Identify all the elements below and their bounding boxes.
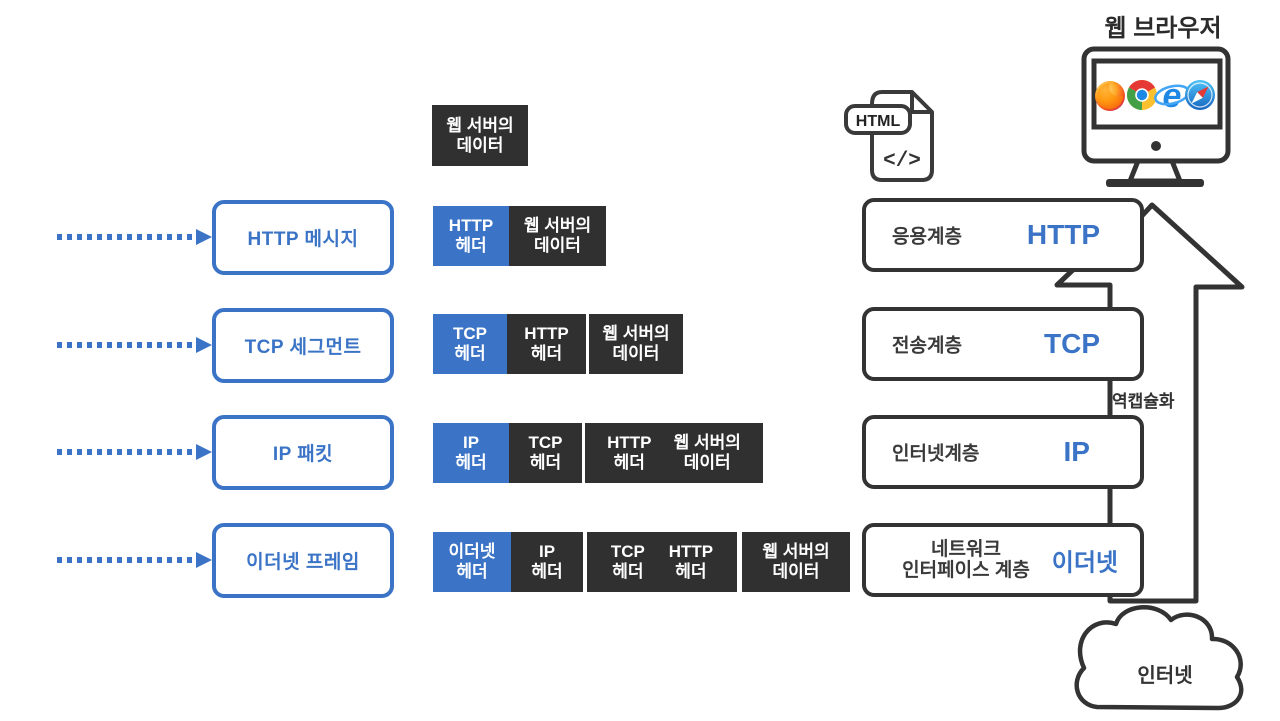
data-block-ip-header: IP 헤더	[433, 423, 509, 483]
power-button-icon	[1151, 141, 1161, 151]
dotted-arrow-icon	[57, 229, 212, 245]
data-block-web-server-data: 웹 서버의 데이터	[509, 206, 606, 266]
dotted-arrow-icon	[57, 552, 212, 568]
packet-box-http-message: HTTP 메시지	[212, 200, 394, 275]
data-row-ip-packet: IP 헤더 TCP 헤더 HTTP 헤더 웹 서버의 데이터	[433, 423, 763, 483]
packet-box-tcp-segment: TCP 세그먼트	[212, 308, 394, 383]
layer-protocol: IP	[1063, 436, 1090, 467]
chrome-icon	[1126, 79, 1157, 111]
layer-name: 응용계층	[892, 226, 962, 248]
packet-box-ethernet-frame: 이더넷 프레임	[212, 523, 394, 598]
layer-protocol: 이더넷	[1051, 549, 1118, 577]
data-block-web-server-data: 웹 서버의 데이터	[589, 314, 683, 374]
layer-protocol: HTTP	[1026, 219, 1100, 250]
internet-cloud-label: 인터넷	[1137, 665, 1193, 687]
safari-icon	[1185, 80, 1215, 110]
layer-name: 전송계층	[892, 335, 962, 357]
html-badge-label: HTML	[856, 113, 901, 130]
layer-box-internet: 인터넷계층 IP	[862, 415, 1144, 489]
data-block-web-server-data: 웹 서버의 데이터	[742, 532, 850, 592]
data-block-tcp-header: TCP 헤더	[433, 314, 507, 374]
layer-box-transport: 전송계층 TCP	[862, 307, 1144, 381]
layer-box-application: 응용계층 HTTP	[862, 198, 1144, 272]
dotted-arrow-icon	[57, 444, 212, 460]
packet-box-ip-packet: IP 패킷	[212, 415, 394, 490]
monitor-icon: e	[1081, 46, 1231, 187]
data-block-tcp-header: TCP 헤더	[509, 423, 582, 483]
data-row-http-message: HTTP 헤더 웹 서버의 데이터	[433, 206, 606, 266]
data-block-web-server-data: 웹 서버의 데이터	[432, 105, 528, 166]
layer-name: 인터넷계층	[892, 443, 980, 465]
data-block-http-header-and-payload: HTTP 헤더 웹 서버의 데이터	[585, 423, 763, 483]
data-row-ethernet-frame: 이더넷 헤더 IP 헤더 TCP 헤더 HTTP 헤더 웹 서버의 데이터	[433, 532, 850, 592]
dotted-arrow-icon	[57, 337, 212, 353]
data-block-tcp-http-headers: TCP 헤더 HTTP 헤더	[587, 532, 737, 592]
svg-text:e: e	[1163, 77, 1182, 115]
web-browser-title: 웹 브라우저	[1104, 15, 1222, 42]
decapsulation-label: 역캡슐화	[1112, 392, 1175, 411]
layer-box-network-interface: 네트워크 인터페이스 계층 이더넷	[862, 523, 1144, 597]
firefox-icon	[1095, 81, 1125, 111]
cloud-icon	[1074, 605, 1244, 711]
up-arrow-icon	[1054, 202, 1245, 604]
layer-name: 네트워크 인터페이스 계층	[902, 539, 1030, 581]
data-row-payload: 웹 서버의 데이터	[432, 105, 528, 166]
data-block-ip-header: IP 헤더	[511, 532, 583, 592]
layer-protocol: TCP	[1044, 328, 1100, 359]
data-block-http-header: HTTP 헤더	[433, 206, 509, 266]
data-row-tcp-segment: TCP 헤더 HTTP 헤더 웹 서버의 데이터	[433, 314, 683, 374]
html-file-icon: HTML </>	[844, 90, 934, 182]
code-glyph: </>	[883, 150, 921, 173]
data-block-http-header: HTTP 헤더	[507, 314, 586, 374]
data-block-ethernet-header: 이더넷 헤더	[433, 532, 511, 592]
